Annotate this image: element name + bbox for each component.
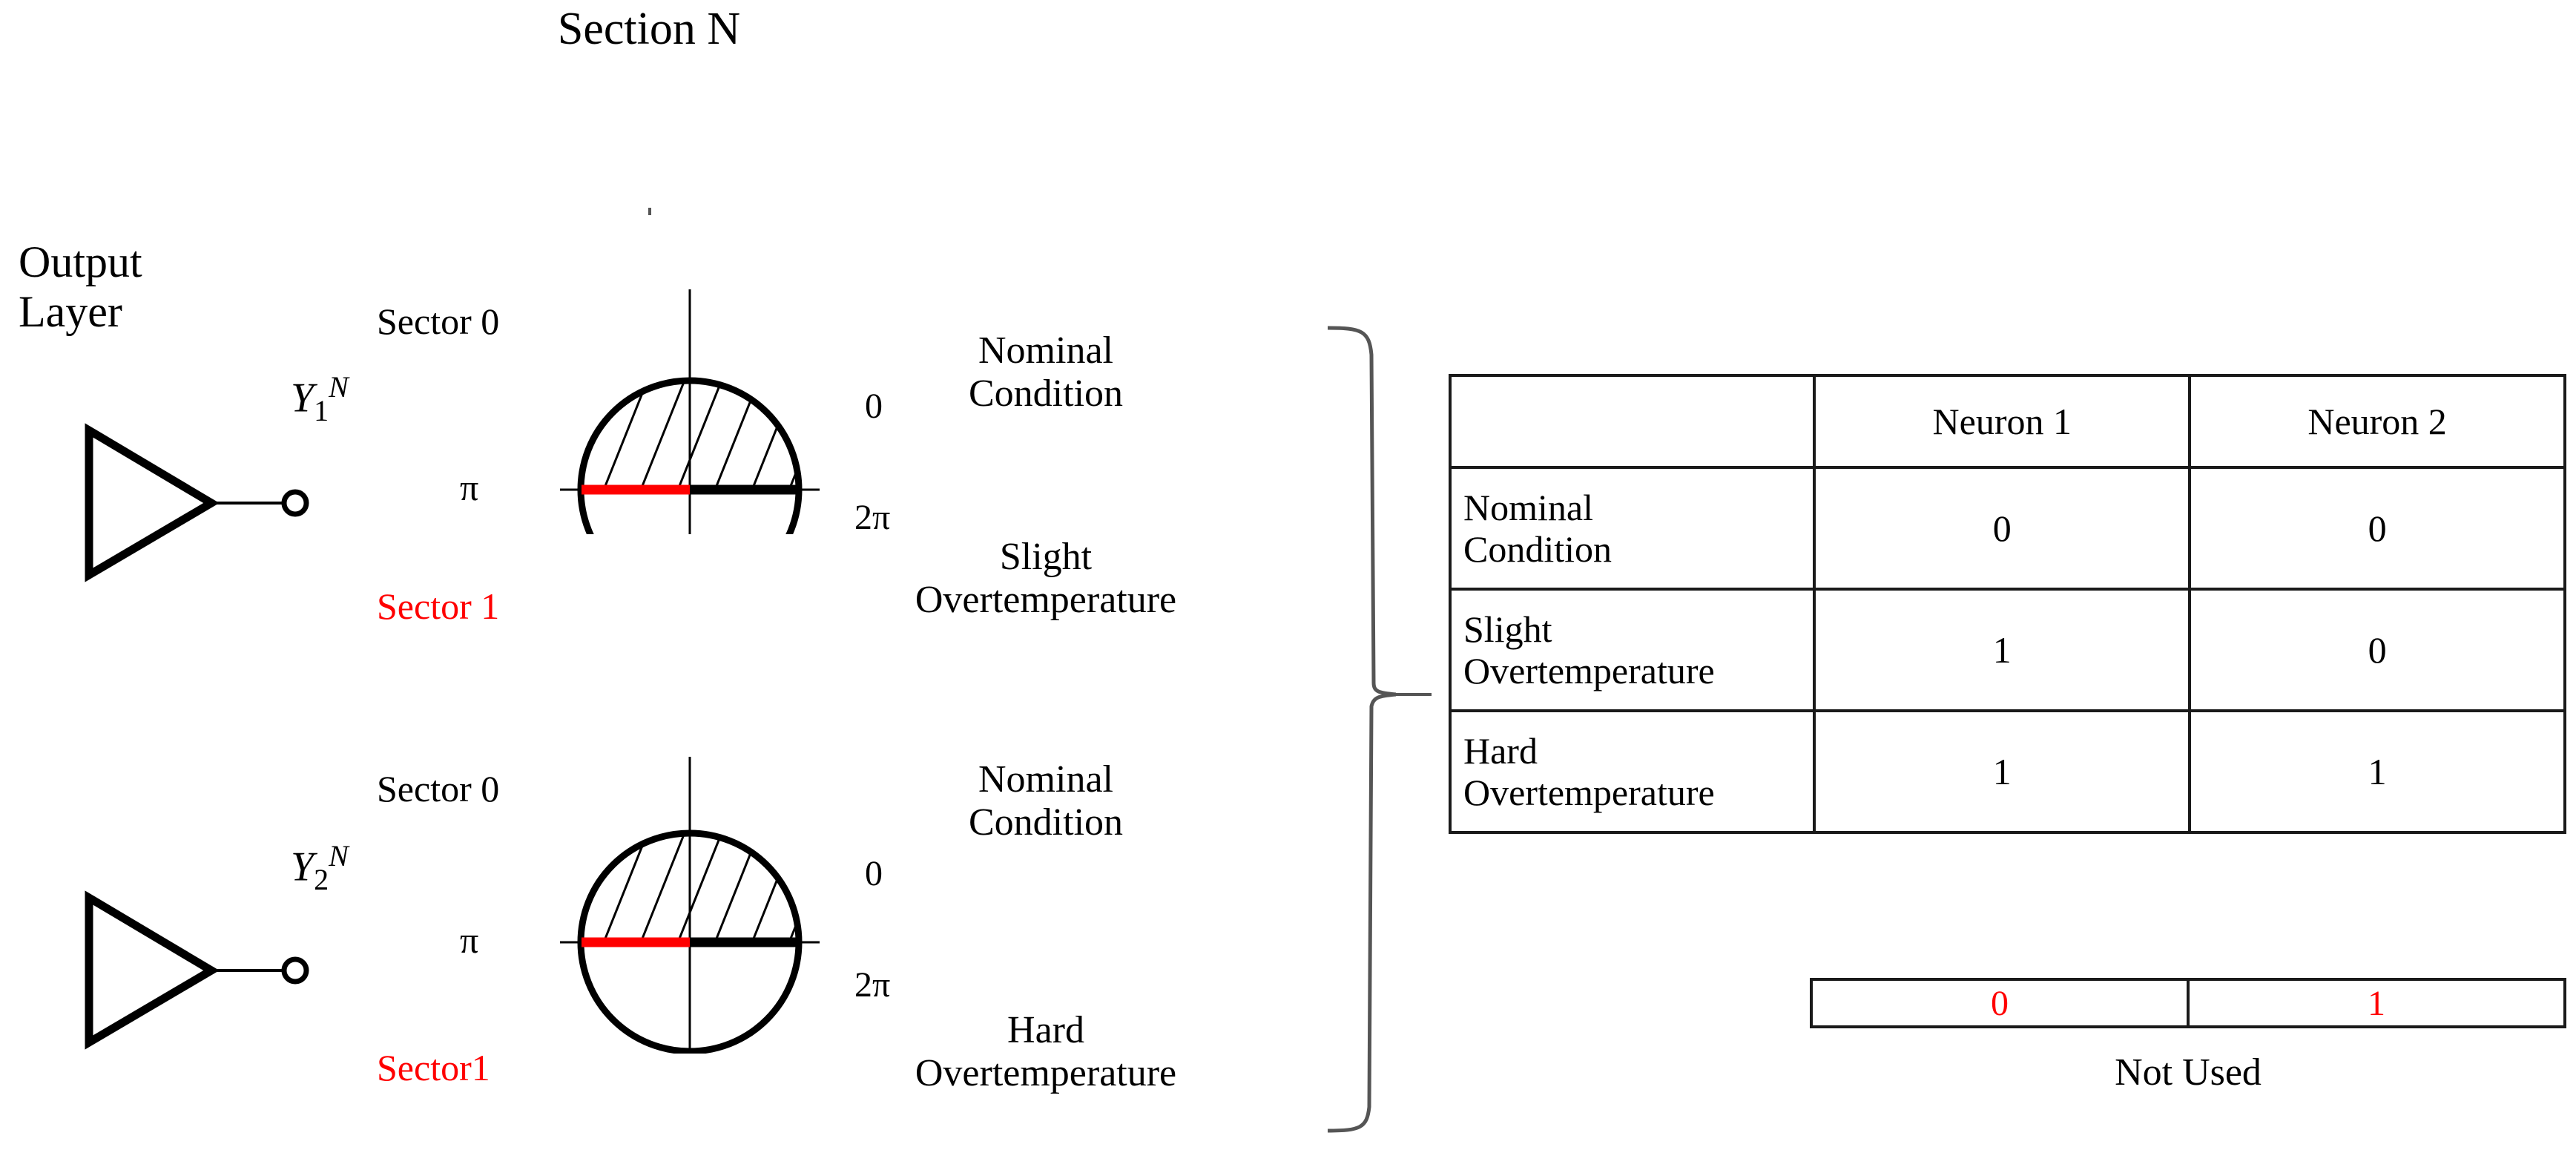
not-used-cell-1: 1	[2187, 978, 2566, 1028]
row-label-line2: Condition	[1463, 528, 1613, 570]
not-used-cell-0: 0	[1810, 978, 2190, 1028]
neuron-2-symbol[interactable]	[74, 890, 326, 1054]
row-label-line1: Nominal	[1463, 487, 1593, 528]
not-used-table: 0 1	[1810, 978, 2566, 1028]
neuron-1-phase-circle	[560, 289, 820, 534]
column-header-neuron-2: Neuron 2	[2188, 374, 2566, 469]
row-label-line2: Overtemperature	[1463, 650, 1715, 691]
neuron-2-angle-2pi: 2π	[854, 965, 891, 1005]
neuron-2-condition-top: Nominal Condition	[912, 758, 1179, 844]
row-label-hard-overtemperature: Hard Overtemperature	[1448, 709, 1816, 834]
section-title: Section N	[557, 4, 741, 54]
neuron-2-angle-0: 0	[865, 854, 883, 893]
row-label-line1: Hard	[1463, 730, 1538, 772]
condition-top-line1: Nominal	[978, 329, 1113, 372]
not-used-caption: Not Used	[2115, 1051, 2262, 1094]
cell-nominal-neuron2: 0	[2188, 466, 2566, 591]
neuron-1-condition-top: Nominal Condition	[912, 329, 1179, 415]
neuron-1-angle-0: 0	[865, 387, 883, 426]
neuron-2-symbol-sub: 2	[314, 862, 329, 896]
neuron-2-sector-0-label: Sector 0	[377, 768, 500, 809]
cell-hard-neuron2: 1	[2188, 709, 2566, 834]
condition-top-line2: Condition	[968, 801, 1124, 844]
cell-slight-neuron1: 1	[1813, 588, 2192, 712]
neuron-2-condition-bottom: Hard Overtemperature	[875, 1009, 1216, 1095]
neuron-1-sector-1-label: Sector 1	[377, 585, 500, 627]
row-label-slight-overtemperature: Slight Overtemperature	[1448, 588, 1816, 712]
neuron-1-symbol-sub: 1	[314, 393, 329, 427]
neuron-1-sector-0-label: Sector 0	[377, 300, 500, 342]
neuron-1-output-symbol: Y1N	[291, 371, 349, 427]
column-header-neuron-1: Neuron 1	[1813, 374, 2192, 469]
condition-bottom-line2: Overtemperature	[915, 1052, 1177, 1095]
neuron-2-symbol-sup: N	[329, 839, 349, 873]
section-brace-top	[648, 208, 651, 215]
condition-top-line2: Condition	[968, 372, 1124, 415]
neuron-1-angle-2pi: 2π	[854, 498, 891, 537]
row-label-line2: Overtemperature	[1463, 772, 1715, 813]
neuron-1-symbol-sup: N	[329, 370, 349, 404]
conditions-brace-right	[1327, 326, 1432, 1133]
table-row: 0 1	[1810, 978, 2566, 1028]
circle-outline	[577, 377, 803, 534]
neuron-2-phase-circle	[560, 757, 820, 1054]
output-layer-line2: Layer	[19, 287, 122, 337]
truth-table-head: Neuron 1 Neuron 2	[1448, 374, 2566, 469]
condition-bottom-line1: Hard	[1007, 1009, 1084, 1051]
condition-bottom-line2: Overtemperature	[915, 579, 1177, 622]
neuron-2-symbol-base: Y	[291, 844, 314, 890]
table-row: Slight Overtemperature 1 0	[1448, 588, 2566, 712]
truth-table-body: Nominal Condition 0 0 Slight Overtempera…	[1448, 466, 2566, 834]
neuron-2-output-symbol: Y2N	[291, 840, 349, 896]
cell-slight-neuron2: 0	[2188, 588, 2566, 712]
neuron-2-sector-1-label: Sector1	[377, 1047, 490, 1088]
table-row: Hard Overtemperature 1 1	[1448, 709, 2566, 834]
output-layer-label: Output Layer	[19, 237, 142, 337]
neuron-1-angle-pi: π	[460, 467, 479, 508]
table-row: Nominal Condition 0 0	[1448, 466, 2566, 591]
table-header-row: Neuron 1 Neuron 2	[1448, 374, 2566, 469]
condition-bottom-line1: Slight	[999, 536, 1093, 578]
neuron-2-angle-pi: π	[460, 919, 479, 961]
output-layer-line1: Output	[19, 237, 142, 286]
table-corner-cell	[1448, 374, 1816, 469]
neuron-1-symbol-base: Y	[291, 375, 314, 421]
row-label-nominal-condition: Nominal Condition	[1448, 466, 1816, 591]
cell-hard-neuron1: 1	[1813, 709, 2192, 834]
condition-top-line1: Nominal	[978, 758, 1113, 801]
row-label-line1: Slight	[1463, 608, 1552, 650]
neuron-truth-table: Neuron 1 Neuron 2 Nominal Condition 0 0 …	[1448, 374, 2566, 834]
neuron-1-symbol[interactable]	[74, 423, 326, 586]
cell-nominal-neuron1: 0	[1813, 466, 2192, 591]
circle-outline	[577, 829, 803, 1054]
not-used-table-body: 0 1	[1810, 978, 2566, 1028]
neuron-1-condition-bottom: Slight Overtemperature	[875, 536, 1216, 622]
